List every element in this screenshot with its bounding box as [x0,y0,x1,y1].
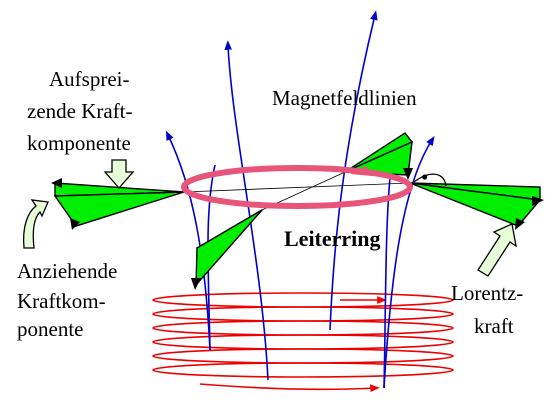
label-attracting-line1: Anziehende [17,259,117,283]
force-tip [51,178,62,188]
coil-turn [152,348,454,364]
right-angle-dot: • [421,165,428,189]
coil-turn [152,320,454,336]
force-tip [191,278,201,290]
field-line [383,135,435,389]
force-lorentz-front [195,209,263,287]
label-attracting-line2: Kraftkom- [17,289,106,313]
force-tips [51,168,544,290]
force-tip [515,218,525,230]
conductor-ring [181,165,413,209]
attracting-hint-arrow [22,199,49,249]
field-line [329,10,378,331]
force-tip [532,196,544,206]
right-angle-arc [413,173,447,187]
coil [152,292,454,393]
force-lorentz-left [53,191,185,227]
force-arrows [53,132,542,287]
label-lorentz-line2: kraft [474,314,514,338]
field-line [383,159,393,389]
field-line [165,130,211,351]
field-line [207,164,216,351]
field-line [224,40,269,381]
hint-arrows [22,159,517,277]
label-spreading-line3: komponente [27,131,131,155]
force-tip [403,168,413,180]
coil-turn [152,362,454,378]
ring-current-arrow [350,166,372,176]
label-spreading-line2: zende Kraft- [27,99,133,123]
label-field-lines: Magnetfeldlinien [272,86,417,110]
force-lorentz-right [409,182,542,227]
coil-turn [152,306,454,322]
force-tip [70,218,80,230]
spreading-hint-arrow [103,159,135,189]
diameter-line [183,182,411,193]
coil-current-arrow [199,383,380,393]
label-ring: Leiterring [284,226,381,251]
lorentz-hint-arrow [477,223,517,277]
label-spreading-line1: Aufsprei- [49,67,129,91]
coil-turn [152,292,454,308]
labels: Aufsprei- zende Kraft- komponente Magnet… [17,67,523,341]
label-lorentz-line1: Lorentz- [451,281,523,305]
label-attracting-line3: ponente [17,317,83,341]
field-lines [165,10,435,389]
coil-turn [152,334,454,350]
